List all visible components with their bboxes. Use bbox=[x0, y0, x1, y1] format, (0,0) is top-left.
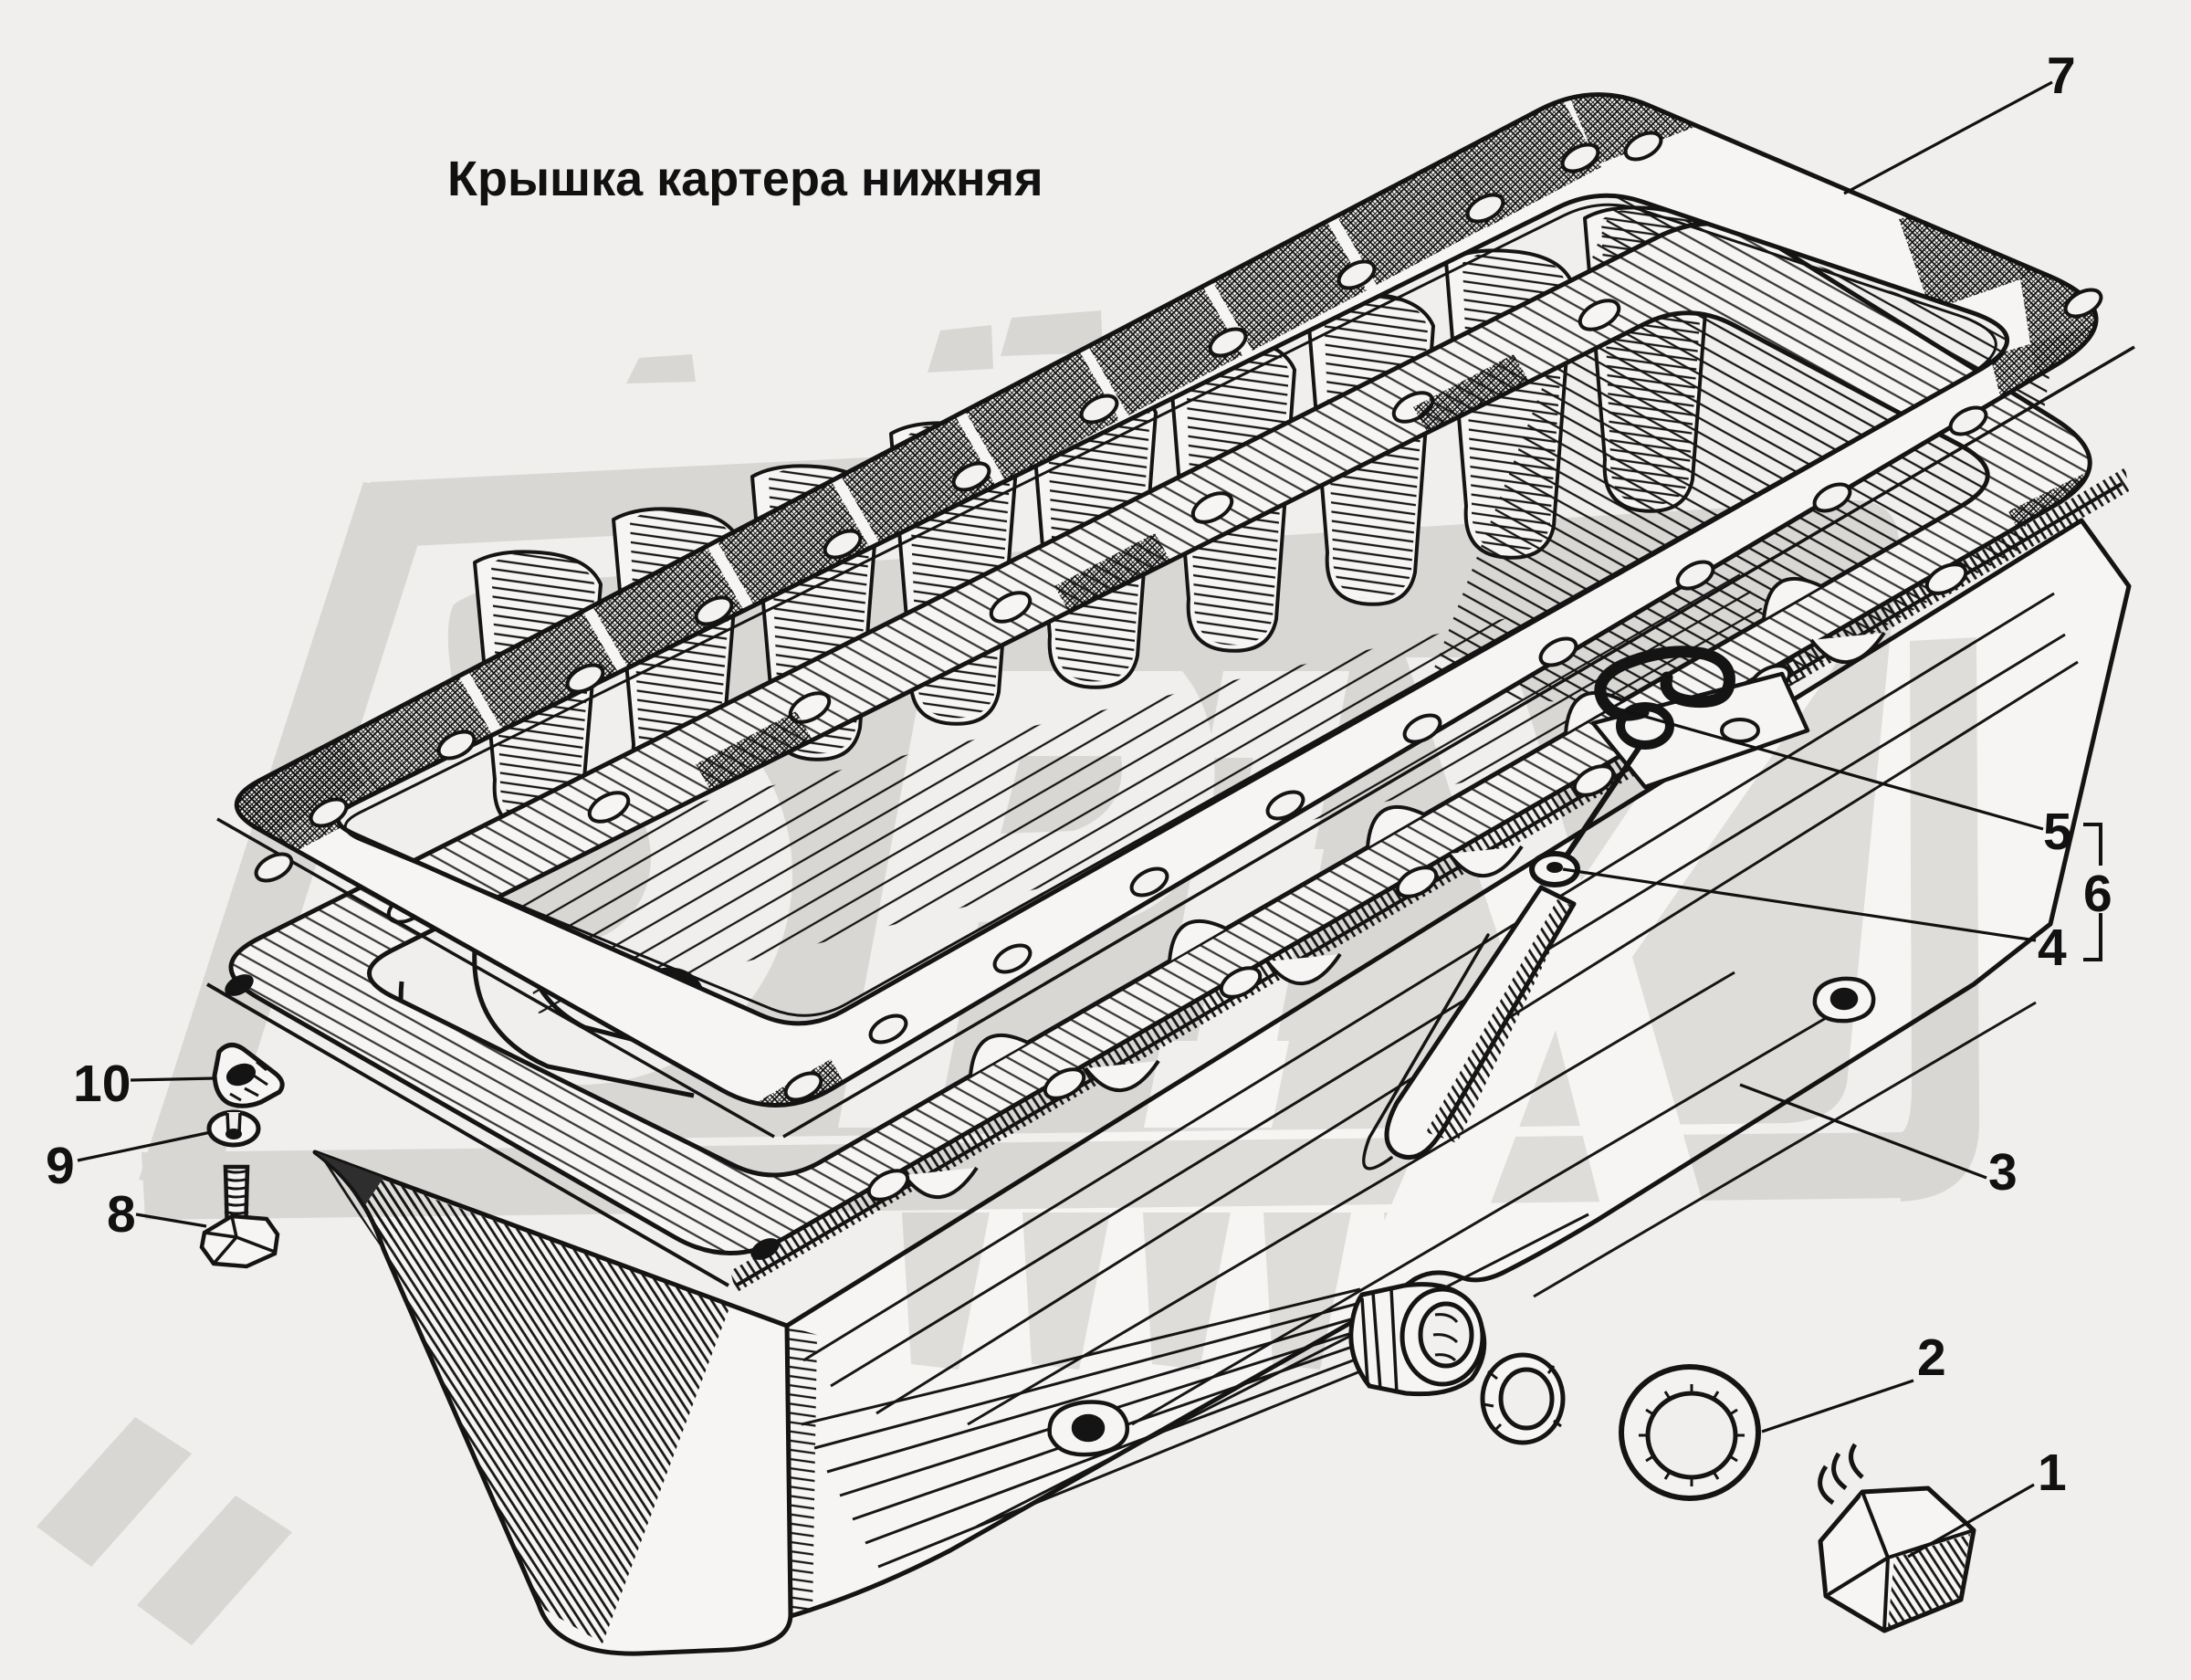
svg-text:7: 7 bbox=[2047, 47, 2076, 105]
svg-text:4: 4 bbox=[2038, 919, 2067, 977]
svg-text:2: 2 bbox=[1917, 1328, 1946, 1387]
svg-text:6: 6 bbox=[2083, 865, 2112, 923]
svg-text:10: 10 bbox=[73, 1055, 131, 1113]
svg-text:9: 9 bbox=[46, 1137, 75, 1195]
svg-text:5: 5 bbox=[2043, 803, 2072, 861]
svg-text:3: 3 bbox=[1988, 1143, 2018, 1202]
svg-text:Крышка картера нижняя: Крышка картера нижняя bbox=[447, 152, 1043, 206]
svg-text:8: 8 bbox=[107, 1185, 136, 1244]
svg-text:1: 1 bbox=[2038, 1444, 2067, 1502]
